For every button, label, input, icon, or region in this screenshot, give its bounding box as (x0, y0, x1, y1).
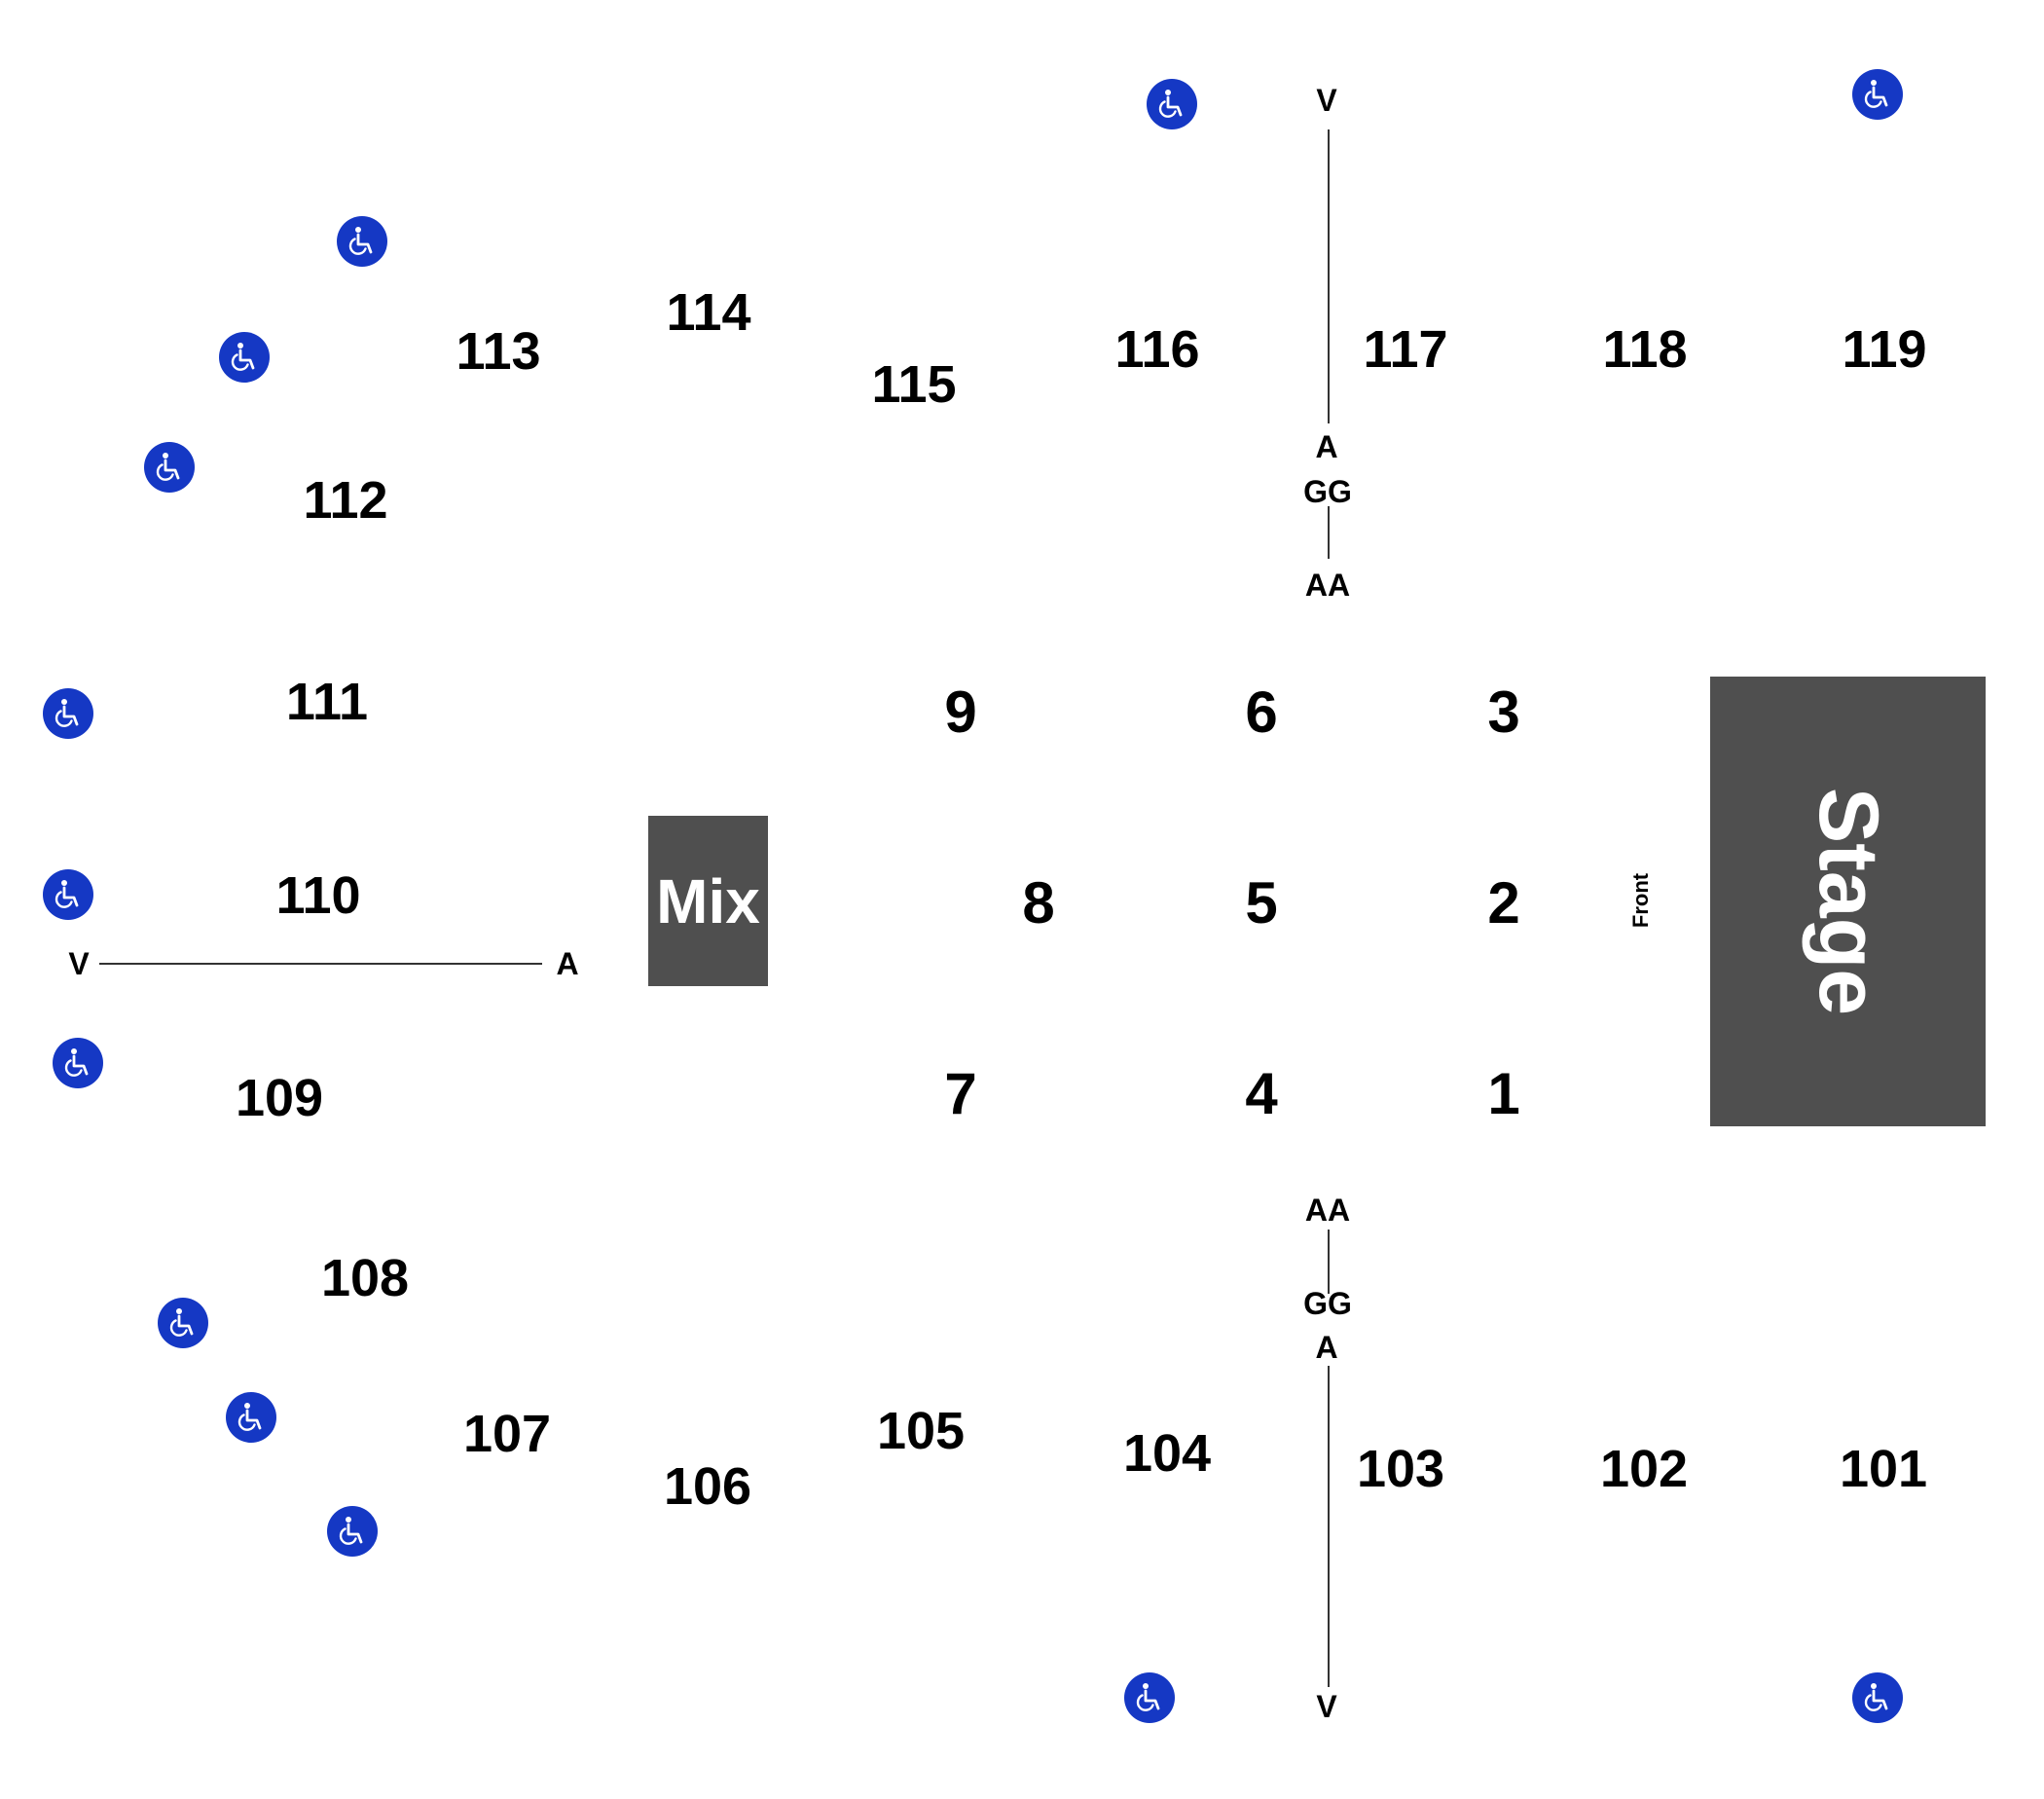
wheelchair-accessible-icon (1852, 1672, 1903, 1723)
stage: Stage (1710, 677, 1986, 1126)
section-112[interactable]: 112 (303, 471, 388, 530)
section-111[interactable]: 111 (285, 673, 369, 731)
wheelchair-accessible-icon (43, 869, 93, 920)
row-marker-top-v: V (1316, 83, 1337, 118)
wheelchair-accessible-icon (53, 1038, 103, 1088)
section-110[interactable]: 110 (275, 866, 361, 925)
wheelchair-accessible-icon (1124, 1672, 1175, 1723)
section-108[interactable]: 108 (320, 1249, 410, 1307)
wheelchair-accessible-icon (337, 216, 387, 267)
wheelchair-accessible-icon (327, 1506, 378, 1557)
row-line-left (99, 963, 542, 965)
section-114[interactable]: 114 (666, 283, 751, 342)
wheelchair-accessible-icon (1147, 79, 1197, 129)
section-115[interactable]: 115 (871, 355, 957, 414)
wheelchair-accessible-icon (1852, 69, 1903, 120)
section-105[interactable]: 105 (876, 1402, 966, 1460)
section-103[interactable]: 103 (1356, 1440, 1445, 1498)
row-marker-bottom-gg: GG (1303, 1286, 1352, 1321)
floor-section-7[interactable]: 7 (944, 1061, 977, 1126)
section-104[interactable]: 104 (1122, 1424, 1212, 1483)
stage-label: Stage (1801, 787, 1895, 1016)
floor-section-2[interactable]: 2 (1487, 870, 1520, 936)
row-line-top (1328, 129, 1330, 423)
section-102[interactable]: 102 (1599, 1440, 1689, 1498)
wheelchair-accessible-icon (144, 442, 195, 493)
row-marker-top-gg: GG (1303, 474, 1352, 509)
section-106[interactable]: 106 (663, 1457, 752, 1516)
section-109[interactable]: 109 (235, 1069, 324, 1127)
section-101[interactable]: 101 (1839, 1440, 1928, 1498)
floor-section-4[interactable]: 4 (1245, 1061, 1278, 1126)
floor-section-5[interactable]: 5 (1245, 870, 1278, 936)
row-marker-top-a: A (1315, 429, 1338, 464)
floor-section-1[interactable]: 1 (1487, 1061, 1520, 1126)
row-line-bottom-upper (1328, 1230, 1330, 1294)
row-line-top-lower (1328, 506, 1330, 559)
row-marker-top-aa: AA (1304, 568, 1351, 603)
wheelchair-accessible-icon (158, 1298, 208, 1348)
wheelchair-accessible-icon (226, 1392, 276, 1443)
section-116[interactable]: 116 (1114, 320, 1200, 379)
row-marker-bottom-v: V (1316, 1689, 1337, 1724)
section-107[interactable]: 107 (462, 1405, 552, 1463)
floor-section-6[interactable]: 6 (1245, 679, 1278, 745)
row-marker-left-v: V (68, 946, 90, 981)
floor-section-8[interactable]: 8 (1022, 870, 1055, 936)
row-marker-bottom-aa: AA (1304, 1193, 1351, 1228)
wheelchair-accessible-icon (219, 332, 270, 383)
row-line-bottom (1328, 1366, 1330, 1687)
section-117[interactable]: 117 (1363, 320, 1448, 379)
row-marker-left-a: A (556, 946, 579, 981)
floor-section-3[interactable]: 3 (1487, 679, 1520, 745)
mix-booth: Mix (648, 816, 768, 986)
section-118[interactable]: 118 (1602, 320, 1688, 379)
floor-section-9[interactable]: 9 (944, 679, 977, 745)
section-119[interactable]: 119 (1842, 320, 1927, 379)
mix-label: Mix (656, 865, 760, 936)
section-113[interactable]: 113 (456, 322, 541, 381)
row-marker-bottom-a: A (1315, 1330, 1338, 1365)
front-label: Front (1628, 872, 1653, 929)
wheelchair-accessible-icon (43, 688, 93, 739)
